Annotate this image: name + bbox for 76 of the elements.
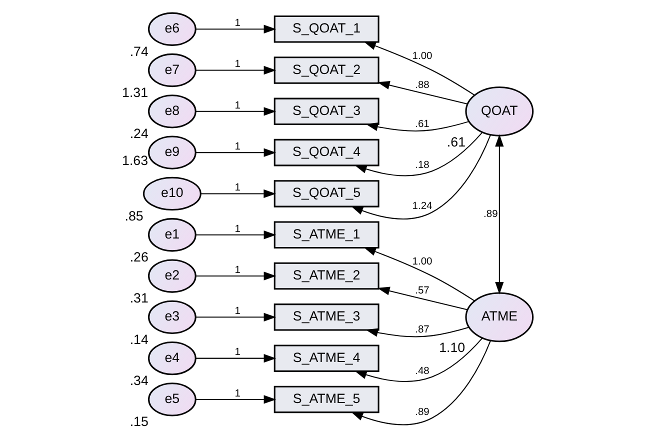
- node-label: .24: [130, 126, 148, 141]
- edge-label: 1: [234, 264, 240, 276]
- edge-label: 1.24: [412, 200, 432, 212]
- arrow: [196, 148, 276, 156]
- node-label: .85: [124, 208, 144, 223]
- arrow: [196, 354, 276, 362]
- arrow: [196, 24, 276, 33]
- node-ellipse: e8: [148, 94, 196, 128]
- edge-label: 1: [234, 140, 240, 152]
- edge-label: .89: [484, 208, 498, 220]
- edge-label: 1: [234, 18, 240, 29]
- node-box: S_QOAT_5: [274, 180, 380, 207]
- node-box: S_QOAT_4: [274, 138, 380, 166]
- node-box: S_QOAT_1: [274, 14, 380, 42]
- edge-label: .89: [415, 406, 430, 418]
- edge-label: .88: [415, 79, 430, 90]
- node-box: S_QOAT_3: [274, 97, 380, 125]
- node-ellipse: e5: [148, 382, 196, 416]
- arrow: [350, 340, 492, 425]
- edge-label: .61: [415, 118, 430, 130]
- node-label: 1.63: [122, 152, 148, 168]
- node-box: S_QOAT_2: [274, 56, 380, 84]
- arrow: [200, 188, 276, 198]
- node-box: S_ATME_5: [274, 385, 380, 413]
- arrow: [364, 40, 475, 96]
- arrow: [196, 65, 276, 74]
- edge-label: 1: [234, 306, 240, 317]
- edge-label: 1.00: [412, 50, 432, 62]
- arrow: [377, 286, 468, 310]
- node-ellipse: e1: [148, 218, 196, 252]
- node-box: S_ATME_1: [274, 220, 380, 248]
- arrow: [364, 246, 475, 301]
- node-ellipse: e4: [148, 341, 196, 375]
- node-box: S_ATME_2: [274, 262, 380, 290]
- node-label: .34: [130, 372, 148, 388]
- arrow: [196, 394, 276, 404]
- edge-label: .87: [415, 324, 430, 336]
- edge-label: 1: [234, 58, 240, 70]
- arrow: [354, 337, 483, 382]
- node-ellipse: e2: [148, 258, 196, 292]
- edge-label: .57: [415, 285, 430, 296]
- node-label: .31: [130, 290, 148, 306]
- edge-label: 1: [234, 346, 240, 358]
- arrow: [354, 131, 483, 176]
- node-label: 1.10: [439, 340, 466, 355]
- arrow: [350, 134, 492, 219]
- arrow: [196, 230, 276, 239]
- node-ellipse: e10: [142, 176, 202, 210]
- node-ellipse: e6: [148, 12, 196, 46]
- node-ellipse: QOAT: [465, 86, 534, 136]
- arrow: [377, 80, 468, 104]
- arrow: [366, 326, 469, 337]
- arrow: [366, 120, 469, 131]
- node-ellipse: ATME: [465, 292, 534, 342]
- node-label: .15: [130, 414, 148, 429]
- edge-label: 1: [234, 182, 240, 194]
- node-ellipse: e9: [148, 135, 196, 169]
- node-label: .74: [130, 43, 148, 58]
- edge-label: 1: [234, 388, 240, 399]
- node-label: .14: [130, 331, 148, 346]
- node-label: 1.31: [122, 84, 148, 100]
- edge-label: 1: [234, 223, 240, 234]
- node-ellipse: e7: [148, 52, 196, 87]
- node-label: .61: [446, 134, 466, 149]
- node-box: S_ATME_4: [274, 344, 380, 372]
- arrow: [495, 134, 504, 294]
- arrow: [196, 106, 276, 116]
- arrow: [196, 312, 276, 321]
- edge-label: .48: [415, 365, 430, 376]
- edge-label: 1.00: [412, 256, 432, 268]
- edge-label: 1: [234, 100, 240, 111]
- edge-label: .18: [415, 160, 430, 170]
- node-ellipse: e3: [148, 300, 196, 334]
- arrow: [196, 271, 276, 280]
- node-label: .26: [130, 249, 148, 264]
- node-box: S_ATME_3: [274, 303, 380, 330]
